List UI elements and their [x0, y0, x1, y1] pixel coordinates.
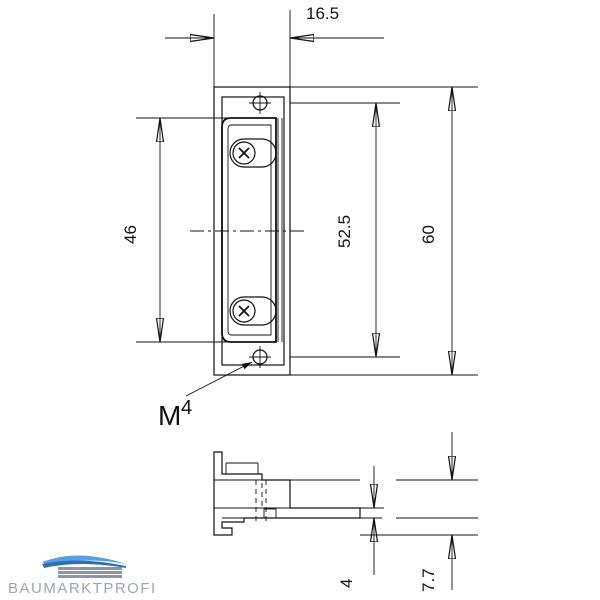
dimension-46: 46: [121, 117, 231, 343]
dimension-label-7-7: 7.7: [419, 568, 438, 592]
dimension-60: 60: [290, 86, 478, 376]
thread-label-size: 4: [181, 397, 192, 419]
thread-label: M: [158, 400, 181, 431]
thread-callout-m4: M 4: [158, 361, 253, 431]
dimension-label-16-5: 16.5: [306, 4, 339, 23]
screw-slot-lower: [229, 296, 277, 326]
dimension-16-5: 16.5: [165, 4, 384, 87]
front-view: [190, 86, 308, 376]
m4-hole-bottom: [249, 346, 271, 368]
phillips-screw-icon: [238, 305, 250, 317]
m4-hole-top: [249, 92, 271, 114]
baumarktprofi-logo: BAUMARKTPROFI: [8, 550, 178, 598]
logo-text: BAUMARKTPROFI: [8, 580, 157, 597]
screw-slot-upper: [229, 138, 277, 168]
logo-wave-icon: [42, 555, 126, 578]
dimension-label-52-5: 52.5: [335, 215, 354, 248]
side-profile: [213, 451, 361, 536]
dimension-label-60: 60: [419, 225, 438, 244]
dimension-4: 4: [337, 466, 384, 588]
phillips-screw-icon: [238, 147, 250, 159]
dimension-label-46: 46: [121, 225, 140, 244]
side-view: [213, 451, 361, 536]
dimension-label-4: 4: [337, 579, 356, 588]
profile-notch: [263, 508, 277, 519]
dimension-52-5: 52.5: [290, 102, 400, 358]
latch-pocket-inner: [227, 124, 272, 336]
dimension-7-7: 7.7: [419, 432, 452, 592]
